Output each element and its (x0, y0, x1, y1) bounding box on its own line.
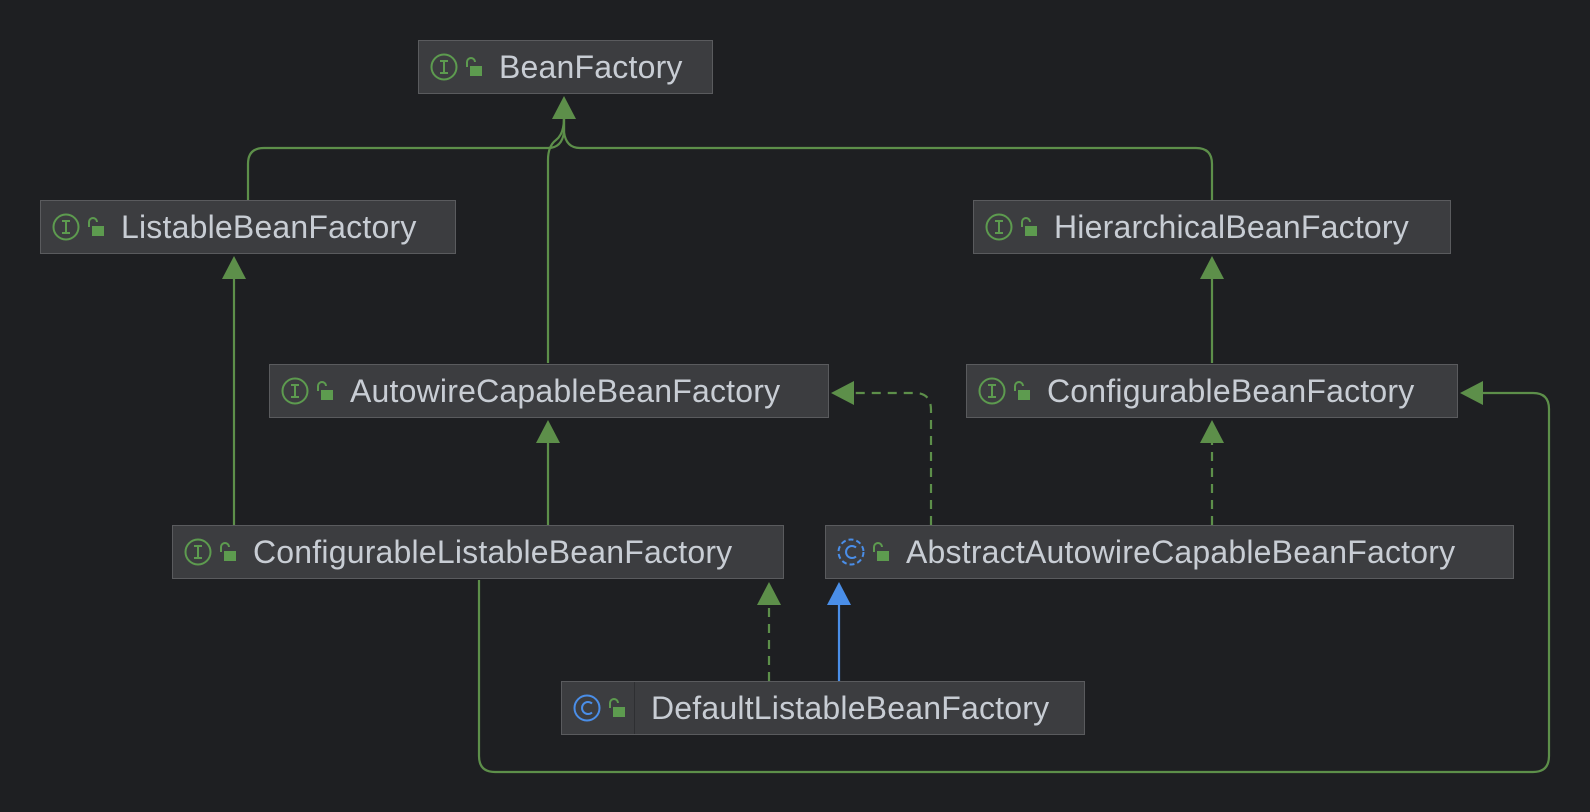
node-label: AutowireCapableBeanFactory (350, 372, 781, 409)
class-icon (573, 694, 601, 722)
node-label: HierarchicalBeanFactory (1054, 208, 1409, 245)
edge-configlistable-to-configurable[interactable] (477, 391, 1551, 774)
interface-icon (985, 213, 1013, 241)
interface-icon (430, 53, 458, 81)
node-configurable-bean-factory[interactable]: ConfigurableBeanFactory (966, 364, 1458, 418)
arrowhead-listable (222, 256, 246, 279)
lock-icon (1021, 217, 1037, 236)
node-hierarchical-bean-factory[interactable]: HierarchicalBeanFactory (973, 200, 1451, 254)
interface-icon (184, 538, 212, 566)
node-label: BeanFactory (499, 48, 683, 85)
lock-icon (609, 698, 625, 717)
interface-icon (978, 377, 1006, 405)
lock-icon (88, 217, 104, 236)
edge-abstract-to-autowire[interactable] (853, 391, 933, 525)
arrowhead-configlistable (757, 582, 781, 605)
edge-autowire-to-beanfactory[interactable] (546, 117, 566, 363)
node-label: ConfigurableBeanFactory (1047, 372, 1415, 409)
arrowhead-hierarchical (1200, 256, 1224, 279)
node-label: AbstractAutowireCapableBeanFactory (906, 533, 1456, 570)
node-label: ListableBeanFactory (121, 208, 417, 245)
node-configurable-listable-bean-factory[interactable]: ConfigurableListableBeanFactory (172, 525, 784, 579)
node-label: DefaultListableBeanFactory (651, 689, 1050, 726)
edge-listable-to-beanfactory[interactable] (246, 118, 566, 200)
interface-icon (281, 377, 309, 405)
arrowhead-autowire-bottom (536, 420, 560, 443)
arrowhead-configurable-bottom (1200, 420, 1224, 443)
node-default-listable-bean-factory[interactable]: DefaultListableBeanFactory (561, 681, 1085, 735)
lock-icon (1014, 381, 1030, 400)
arrowhead-configurable-right (1460, 381, 1483, 405)
lock-icon (873, 542, 889, 561)
arrowhead-beanfactory (552, 96, 576, 119)
lock-icon (317, 381, 333, 400)
arrowhead-abstract (827, 582, 851, 605)
interface-icon (52, 213, 80, 241)
node-listable-bean-factory[interactable]: ListableBeanFactory (40, 200, 456, 254)
node-bean-factory[interactable]: BeanFactory (418, 40, 713, 94)
node-label: ConfigurableListableBeanFactory (253, 533, 733, 570)
lock-icon (466, 57, 482, 76)
abstract-class-icon (837, 538, 865, 566)
lock-icon (220, 542, 236, 561)
arrowhead-autowire-right (831, 381, 854, 405)
node-abstract-autowire-capable-bean-factory[interactable]: AbstractAutowireCapableBeanFactory (825, 525, 1514, 579)
edge-hierarchical-to-beanfactory[interactable] (562, 118, 1214, 200)
node-autowire-capable-bean-factory[interactable]: AutowireCapableBeanFactory (269, 364, 829, 418)
